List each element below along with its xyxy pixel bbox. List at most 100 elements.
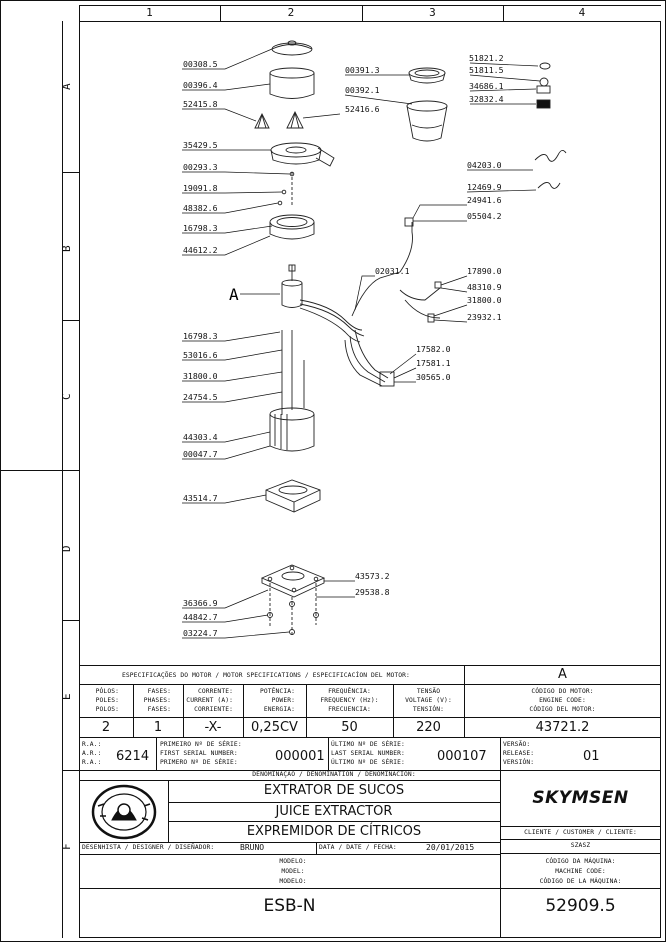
foot-part	[313, 612, 319, 618]
revision-letter: A	[558, 667, 567, 682]
divider	[306, 684, 307, 737]
fold-mark	[0, 470, 62, 471]
divider	[79, 737, 661, 738]
divider	[316, 842, 317, 854]
connector-part	[379, 371, 395, 387]
divider	[79, 717, 661, 718]
filter-plate-part	[269, 214, 315, 240]
divider	[243, 684, 244, 737]
current-value: -X-	[204, 720, 222, 735]
first-serial-value: 000001	[275, 749, 325, 764]
motor-part	[281, 264, 303, 308]
cord-part	[537, 182, 561, 189]
part-number-label: 34686.1	[469, 81, 504, 91]
part-number-label: 24941.6	[467, 195, 502, 205]
engine-code-header: CÓDIGO DO MOTOR:ENGINE CODE:CÓDIGO DEL M…	[529, 688, 596, 713]
screw-part	[281, 189, 287, 195]
part-number-label: 17581.1	[416, 358, 451, 368]
first-serial-labels: PRIMEIRO Nº DE SÉRIE:FIRST SERIAL NUMBER…	[160, 741, 242, 766]
part-number-label: 48310.9	[467, 282, 502, 292]
divider	[156, 737, 157, 770]
part-number-label: 17890.0	[467, 266, 502, 276]
part-number-label: 53016.6	[183, 350, 218, 360]
foot-part	[289, 629, 295, 635]
part-number-label: 03224.7	[183, 628, 218, 638]
divider	[168, 821, 500, 822]
divider	[79, 684, 661, 685]
company-seal-logo	[91, 784, 157, 840]
divider	[168, 780, 169, 842]
part-number-label: 02031.1	[375, 266, 410, 276]
divider	[393, 684, 394, 737]
voltage-value: 220	[416, 720, 441, 735]
product-name-en: JUICE EXTRACTOR	[275, 804, 393, 819]
part-number-label: 16798.3	[183, 331, 218, 341]
column-label: 1	[146, 6, 153, 19]
ra-value: 6214	[116, 749, 150, 764]
part-number-label: 05504.2	[467, 211, 502, 221]
terminal-part	[434, 281, 442, 289]
specs-header: ESPECIFICAÇÕES DO MOTOR / MOTOR SPECIFIC…	[122, 672, 410, 679]
cup-ring-part	[269, 67, 315, 99]
denomination-label: DENOMINAÇÃO / DENOMINATION / DENOMINACIÓ…	[252, 771, 416, 778]
machine-code-labels: CÓDIGO DA MÁQUINA:MACHINE CODE:CÓDIGO DE…	[539, 858, 622, 885]
divider	[500, 826, 661, 827]
cup-part	[406, 100, 448, 142]
part-number-label: 35429.5	[183, 140, 218, 150]
frequency-header: FREQUÊNCIA:FREQUENCY (Hz):FRECUENCIA:	[320, 688, 379, 713]
ruler-tick	[220, 5, 221, 21]
frequency-value: 50	[341, 720, 358, 735]
part-number-label: 51821.2	[469, 53, 504, 63]
divider	[500, 839, 661, 840]
divider	[168, 802, 500, 803]
reamer-small-part	[254, 112, 270, 129]
strainer-part	[408, 67, 446, 84]
ruler-left-line	[62, 21, 63, 938]
divider	[500, 853, 661, 854]
phases-header: FASES:PHASES:FASES:	[143, 688, 171, 713]
part-number-label: 12469.9	[467, 182, 502, 192]
client-value: SZASZ	[570, 842, 591, 849]
divider	[79, 770, 661, 771]
part-labels: 00308.5 00396.4 52415.8 52416.6 00391.3 …	[183, 53, 504, 638]
row-label: F	[60, 843, 73, 850]
version-labels: VERSÃO:RELEASE:VERSIÓN:	[503, 741, 535, 766]
last-serial-labels: ÚLTIMO Nº DE SÉRIE:LAST SERIAL NUMBER:ÚL…	[331, 741, 405, 766]
nut-part	[539, 77, 549, 87]
part-number-label: 48382.6	[183, 203, 218, 213]
version-value: 01	[583, 749, 600, 764]
table-top-line	[79, 665, 661, 666]
divider	[79, 854, 500, 855]
divider	[79, 842, 500, 843]
part-number-label: 44303.4	[183, 432, 218, 442]
wire-harness	[299, 222, 441, 387]
divider	[79, 780, 500, 781]
machine-code-value: 52909.5	[545, 896, 616, 916]
ruler-tick	[62, 770, 79, 771]
part-number-label: 00308.5	[183, 59, 218, 69]
divider	[183, 684, 184, 737]
client-label: CLIENTE / CUSTOMER / CLIENTE:	[524, 829, 637, 836]
column-label: 2	[287, 6, 295, 19]
poles-header: PÓLOS:POLES:POLOS:	[95, 688, 119, 713]
drawing-frame	[79, 21, 661, 938]
ruler-tick	[62, 620, 79, 621]
ruler-tick	[503, 5, 504, 21]
leader-lines	[182, 48, 541, 639]
part-number-label: 16798.3	[183, 223, 218, 233]
part-number-label: 00396.4	[183, 80, 218, 90]
divider	[133, 684, 134, 737]
part-number-label: 00047.7	[183, 449, 218, 459]
cap-part	[536, 85, 551, 94]
part-number-label: 00392.1	[345, 85, 380, 95]
current-header: CORRENTE:CURRENT (A):CORRIENTE:	[186, 688, 233, 713]
cord-part	[534, 150, 567, 162]
switch-part	[404, 217, 414, 227]
poles-value: 2	[101, 720, 111, 735]
part-number-label: 30565.0	[416, 372, 451, 382]
product-name-es: EXPREMIDOR DE CÍTRICOS	[246, 824, 422, 839]
part-number-label: 43573.2	[355, 571, 390, 581]
part-number-label: 00293.3	[183, 162, 218, 172]
part-number-label: 52415.8	[183, 99, 218, 109]
